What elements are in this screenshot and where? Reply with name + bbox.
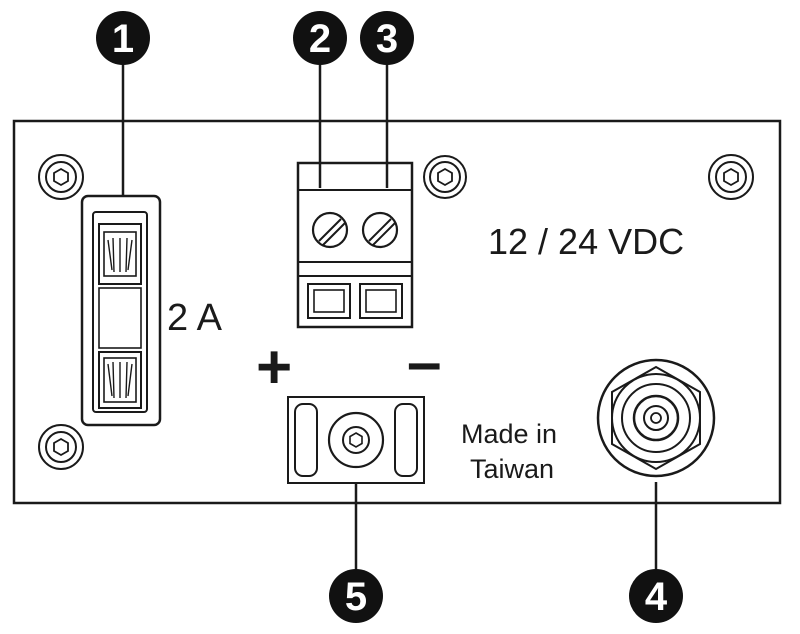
- terminal-block: [296, 161, 414, 329]
- callout-1: 1: [96, 11, 150, 65]
- origin-label-line2: Taiwan: [470, 454, 554, 484]
- svg-text:1: 1: [112, 17, 134, 61]
- coax-connector: [596, 358, 716, 478]
- fuse-rating-label: 2 A: [167, 297, 223, 339]
- svg-text:2: 2: [309, 17, 331, 61]
- svg-text:3: 3: [376, 17, 398, 61]
- svg-text:5: 5: [345, 575, 367, 619]
- polarity-negative: –: [407, 328, 441, 397]
- ground-stud: [287, 396, 425, 484]
- voltage-rating-label: 12 / 24 VDC: [488, 221, 684, 262]
- terminal-screw-left: [311, 211, 349, 249]
- callout-5: 5: [329, 569, 383, 623]
- terminal-screw-right: [361, 211, 399, 249]
- origin-label-line1: Made in: [461, 419, 557, 449]
- callout-2: 2: [293, 11, 347, 65]
- mount-screw-top-left: [38, 154, 84, 200]
- mount-screw-bottom-left: [38, 424, 84, 470]
- svg-text:4: 4: [645, 575, 668, 619]
- mount-screw-top-middle: [423, 155, 467, 199]
- callout-3: 3: [360, 11, 414, 65]
- callout-4: 4: [629, 569, 683, 623]
- fuse-holder: [80, 194, 162, 427]
- mount-screw-top-right: [708, 154, 754, 200]
- polarity-positive: +: [256, 333, 292, 402]
